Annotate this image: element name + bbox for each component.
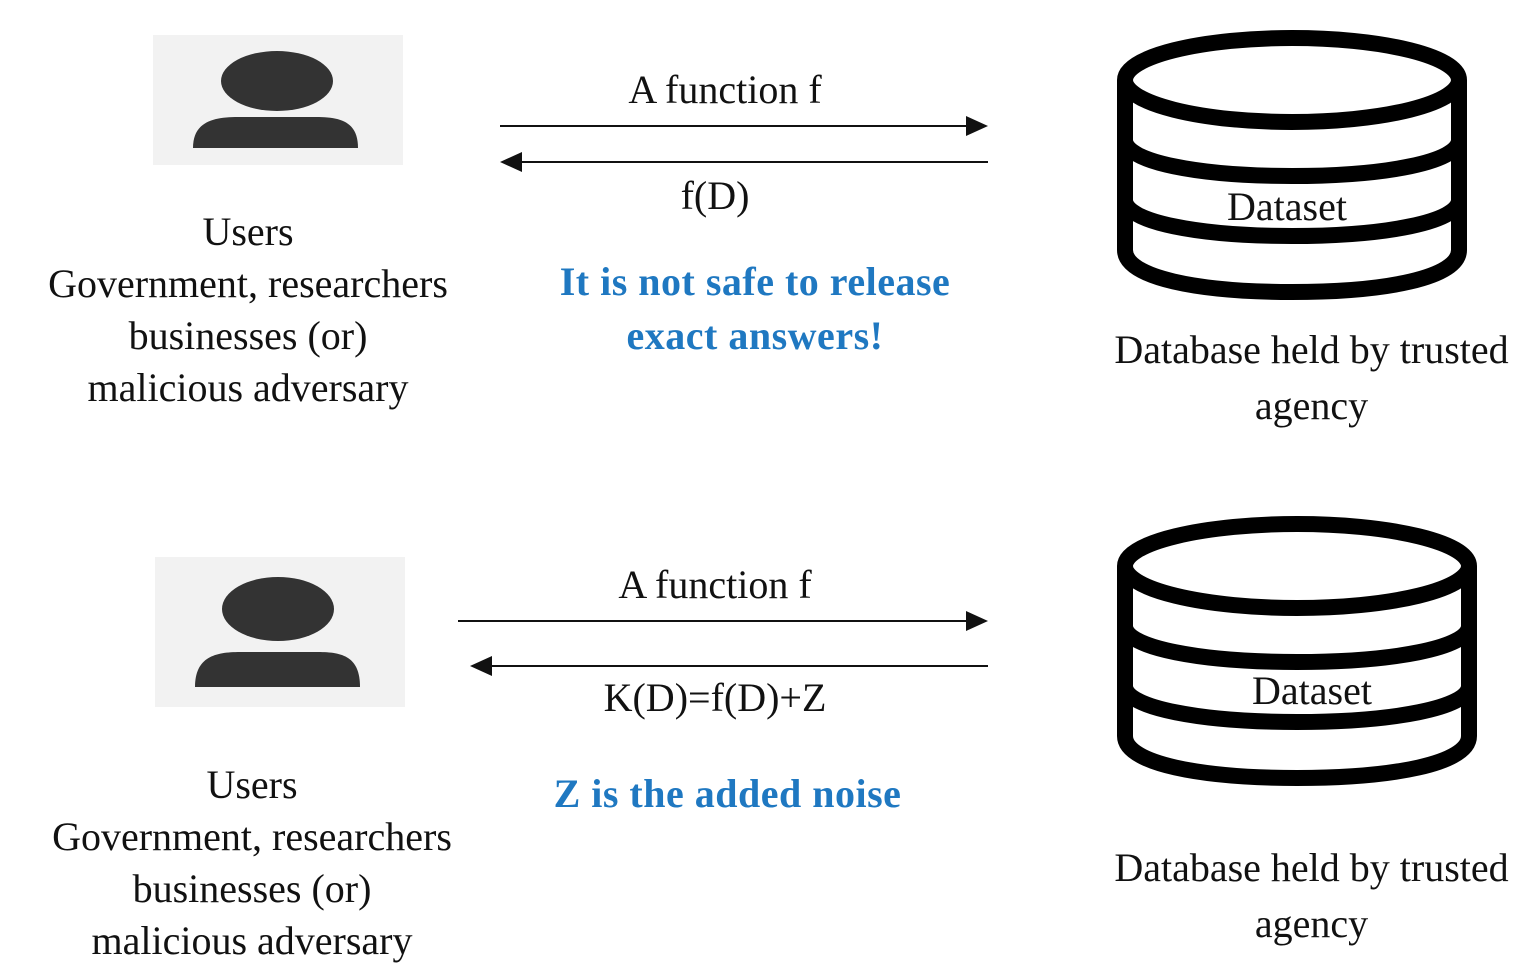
users-line-2: businesses (or) (128, 313, 368, 358)
query-response-arrows (500, 116, 988, 172)
warning-note-line-1: It is not safe to release (559, 259, 951, 304)
database-caption-line-2: agency (1254, 901, 1369, 946)
database-caption: Database held by trusted agency (1092, 322, 1531, 434)
users-line-1: Government, researchers (52, 814, 452, 859)
users-line-3: malicious adversary (87, 365, 409, 410)
database-caption-line-1: Database held by trusted (1114, 327, 1509, 372)
dataset-label: Dataset (1227, 184, 1347, 229)
warning-note-line-2: exact answers! (626, 313, 884, 358)
users-line-2: businesses (or) (132, 866, 372, 911)
database-caption: Database held by trusted agency (1092, 840, 1531, 952)
response-label: f(D) (680, 173, 750, 218)
panel-exact-answers: Users Government, researchers businesses… (0, 0, 1531, 470)
users-line-3: malicious adversary (91, 918, 413, 963)
response-arrowhead (470, 656, 492, 676)
database-caption-line-2: agency (1254, 383, 1369, 428)
warning-note: It is not safe to release exact answers! (520, 255, 990, 363)
dataset-label: Dataset (1252, 668, 1372, 713)
query-label: A function f (628, 67, 822, 112)
users-title: Users (206, 762, 298, 807)
users-line-1: Government, researchers (48, 261, 448, 306)
response-arrowhead (500, 152, 522, 172)
panel-noisy-answers: Users Government, researchers businesses… (0, 500, 1531, 969)
query-response-arrows (458, 611, 988, 676)
database-cylinder-icon: Dataset (1117, 30, 1467, 301)
noise-note-line-1: Z is the added noise (553, 771, 902, 816)
database-caption-line-1: Database held by trusted (1114, 845, 1509, 890)
users-title: Users (202, 209, 294, 254)
query-arrowhead (966, 611, 988, 631)
query-label: A function f (618, 562, 812, 607)
users-description: Users Government, researchers businesses… (20, 206, 476, 414)
database-cylinder-icon: Dataset (1117, 516, 1477, 787)
query-arrowhead (966, 116, 988, 136)
users-description: Users Government, researchers businesses… (24, 759, 480, 967)
user-avatar-icon (155, 557, 405, 707)
user-avatar-icon (153, 35, 403, 165)
noise-note: Z is the added noise (500, 767, 955, 821)
response-label: K(D)=f(D)+Z (603, 675, 827, 720)
